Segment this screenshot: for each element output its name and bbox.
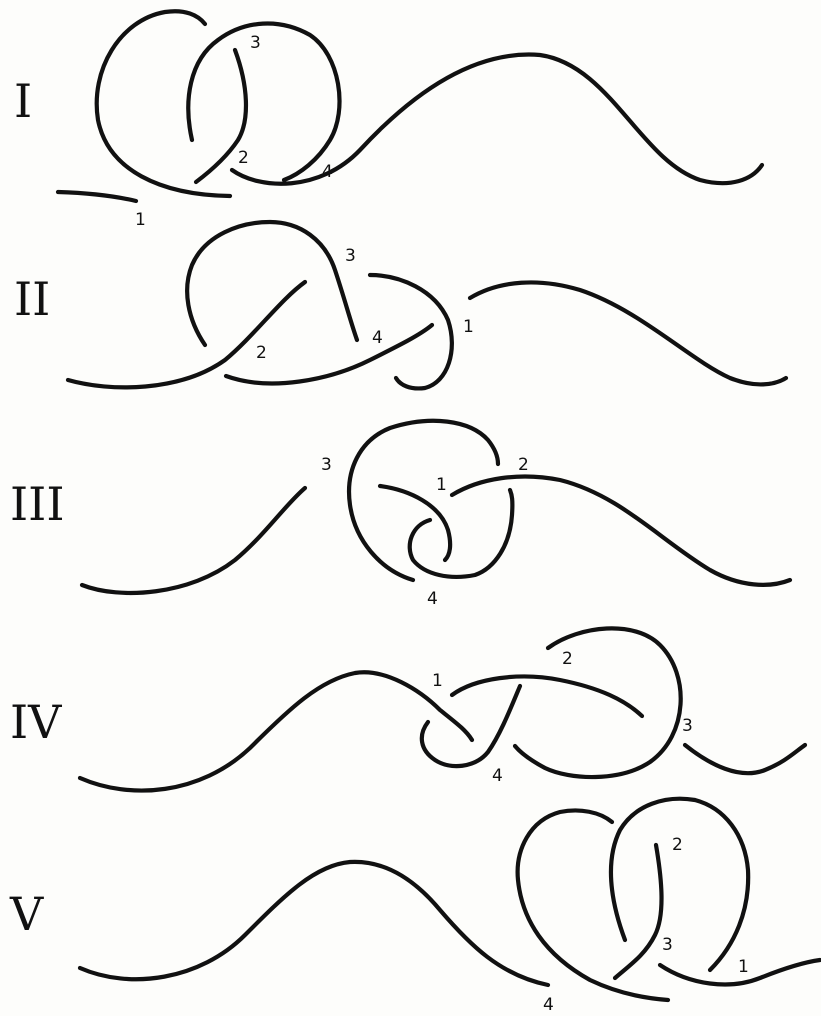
panel-3-label-4: 4 (427, 589, 438, 609)
panel-3-label-1: 1 (436, 475, 447, 495)
panel-3-strand-main (452, 476, 790, 584)
panel-5-label-2: 2 (672, 835, 683, 855)
panel-3: III 1 2 3 4 (10, 421, 790, 609)
panel-4-label-2: 2 (562, 649, 573, 669)
panel-3-strand-left-tail (82, 488, 305, 593)
panel-1-strand-inner-arc (188, 24, 339, 180)
panel-1-label-4: 4 (322, 162, 333, 182)
panel-3-strand-inner-1 (380, 486, 450, 560)
panel-5-strand-main (80, 862, 548, 985)
panel-1-label-2: 2 (238, 148, 249, 168)
panel-4: IV 1 2 3 4 (10, 628, 805, 790)
panel-3-label-2: 2 (518, 455, 529, 475)
panel-5-strand-crossing-3 (615, 845, 662, 978)
panel-2: II 1 2 3 4 (14, 222, 786, 388)
panel-5-label-1: 1 (738, 957, 749, 977)
panel-4-label-3: 3 (682, 716, 693, 736)
panel-5-label-3: 3 (662, 935, 673, 955)
panel-1-numeral: I (14, 74, 32, 128)
panel-4-strand-crossing-4 (422, 686, 520, 766)
panel-4-strand-tail (685, 745, 805, 773)
panel-4-label-4: 4 (492, 766, 503, 786)
panel-1-strand-tail (58, 192, 136, 201)
panel-3-label-3: 3 (321, 455, 332, 475)
panel-1-label-1: 1 (135, 210, 146, 230)
panel-2-label-1: 1 (463, 317, 474, 337)
panel-4-strand-right-loop (515, 628, 681, 777)
panel-1-label-3: 3 (250, 33, 261, 53)
panel-5-numeral: V (9, 887, 44, 941)
panel-5: V 1 2 3 4 (9, 799, 820, 1015)
panel-2-strand-main (470, 282, 786, 384)
panel-4-numeral: IV (10, 695, 62, 749)
panel-5-strand-left-loop (518, 810, 668, 1000)
panel-2-label-4: 4 (372, 328, 383, 348)
panel-4-label-1: 1 (432, 671, 443, 691)
panel-3-numeral: III (10, 477, 65, 531)
panel-1: I 1 2 3 4 (14, 11, 762, 230)
panel-2-strand-upper-loop (187, 222, 357, 345)
panel-4-strand-inner-arc (452, 676, 642, 716)
panel-2-numeral: II (14, 272, 50, 326)
panel-2-label-2: 2 (256, 343, 267, 363)
panel-4-strand-left (80, 672, 472, 790)
panel-2-label-3: 3 (345, 246, 356, 266)
panel-5-label-4: 4 (543, 995, 554, 1015)
panel-5-strand-inner-arc (611, 799, 748, 970)
